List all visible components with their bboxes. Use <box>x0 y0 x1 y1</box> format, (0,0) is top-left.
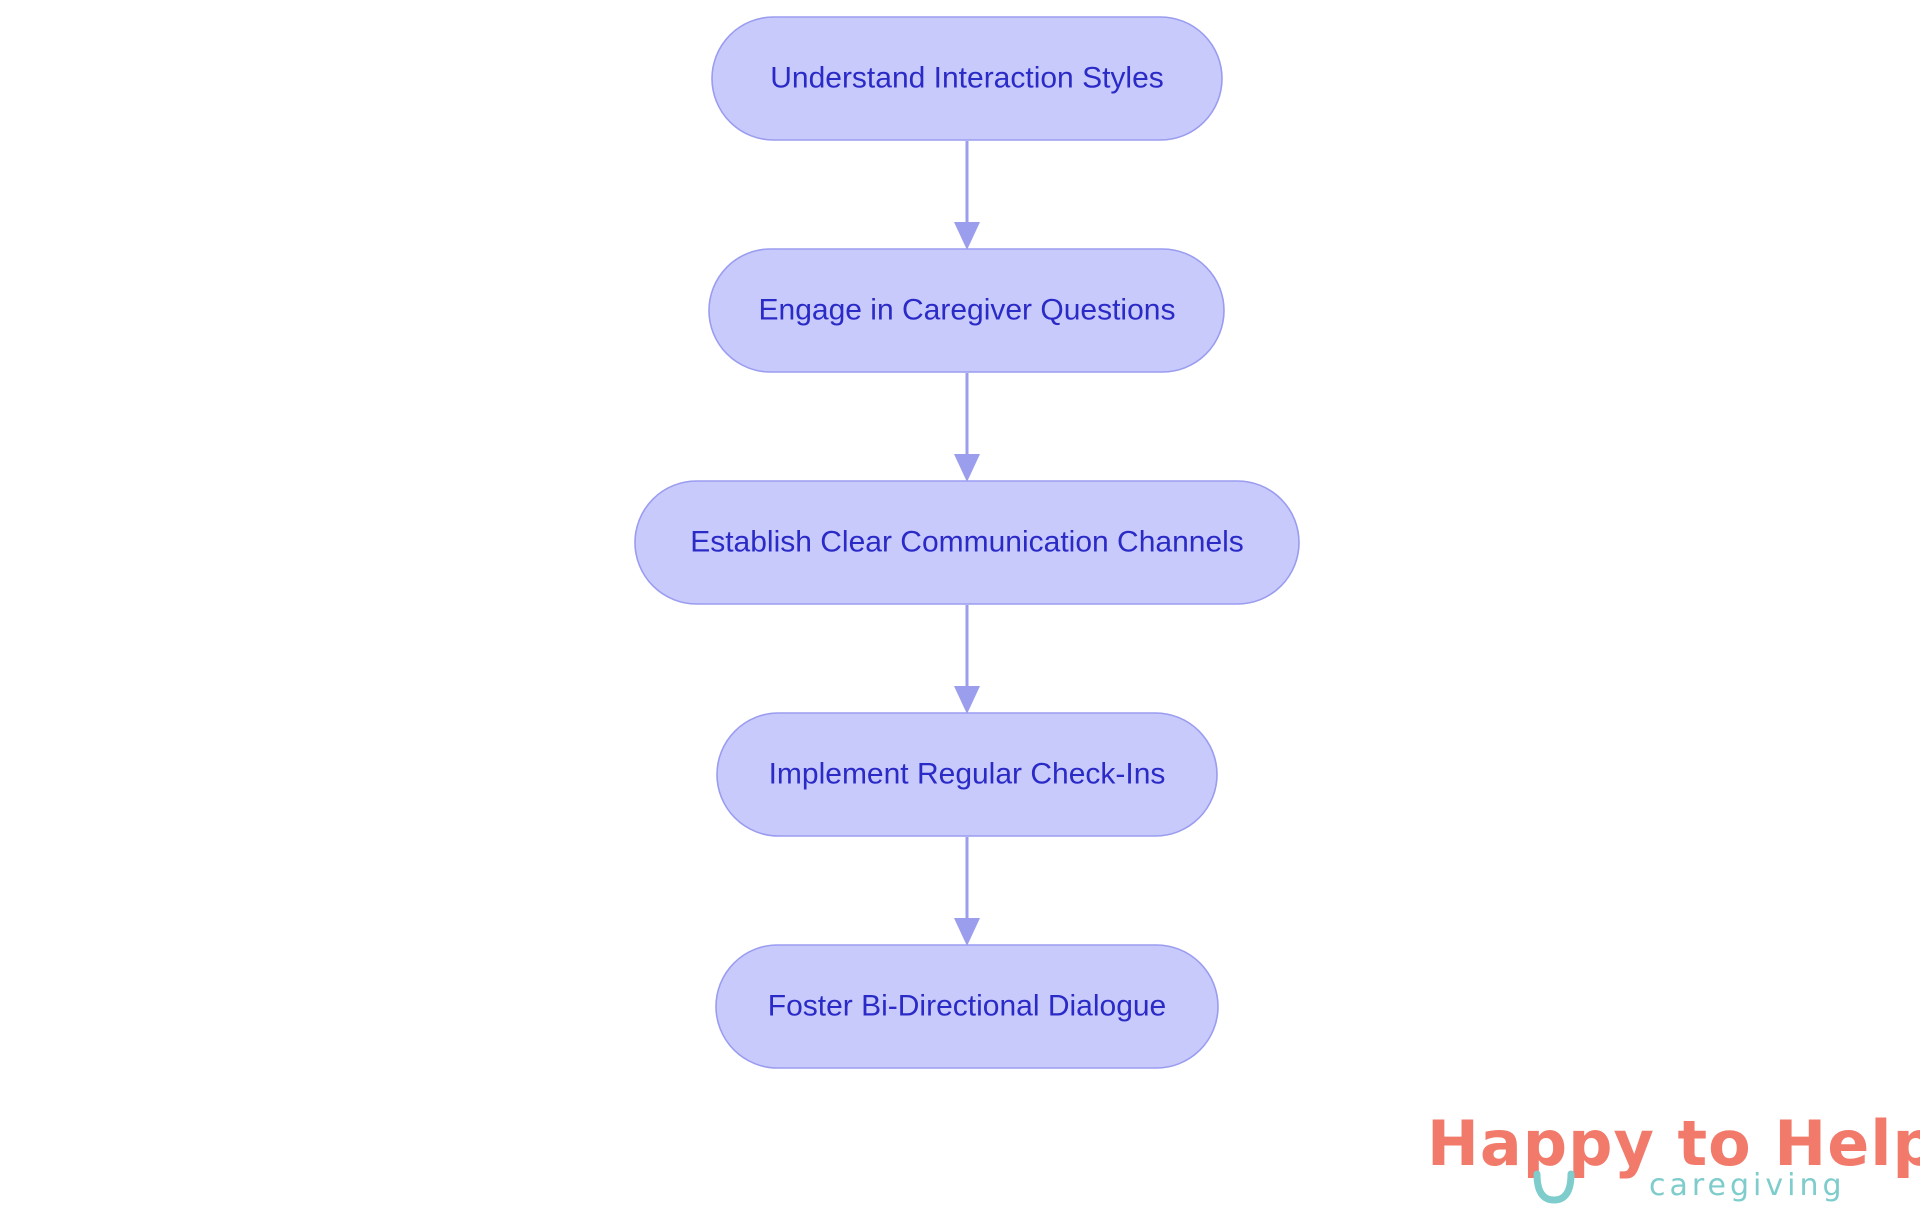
node-understand-interaction-styles: Understand Interaction Styles <box>711 16 1223 141</box>
flowchart-nodes: Understand Interaction Styles Engage in … <box>634 16 1300 1069</box>
edge-2-3 <box>954 373 980 482</box>
node-label: Foster Bi-Directional Dialogue <box>768 990 1167 1023</box>
node-label: Engage in Caregiver Questions <box>759 294 1176 327</box>
edge-4-5 <box>954 837 980 946</box>
node-implement-regular-check-ins: Implement Regular Check-Ins <box>716 712 1218 837</box>
edge-1-2 <box>954 141 980 250</box>
node-foster-bi-directional-dialogue: Foster Bi-Directional Dialogue <box>715 944 1219 1069</box>
node-label: Establish Clear Communication Channels <box>690 526 1244 559</box>
logo-wordmark: Happy to Help <box>1427 1108 1920 1180</box>
logo-tagline: caregiving <box>1649 1168 1846 1203</box>
brand-logo: Happy to Help caregiving <box>1427 1108 1920 1208</box>
edge-3-4 <box>954 605 980 714</box>
flowchart-edges <box>954 141 980 946</box>
node-engage-in-caregiver-questions: Engage in Caregiver Questions <box>708 248 1225 373</box>
smile-icon <box>1533 1170 1575 1204</box>
node-label: Implement Regular Check-Ins <box>769 758 1166 791</box>
logo-wordmark-text: Happy to Help <box>1427 1107 1920 1180</box>
node-establish-clear-communication-channels: Establish Clear Communication Channels <box>634 480 1300 605</box>
node-label: Understand Interaction Styles <box>770 62 1164 95</box>
